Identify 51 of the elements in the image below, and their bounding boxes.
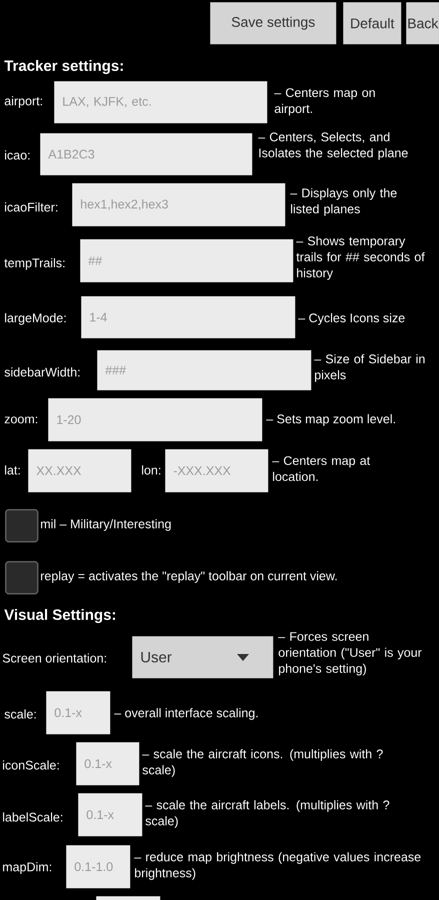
- description-text: – Centers map on airport.: [274, 88, 375, 116]
- description-text: – Centers, Selects, and Isolates the selected plane: [258, 132, 408, 160]
- field-label: Screen orientation:: [2, 653, 106, 663]
- description-text: – Centers map at location.: [272, 456, 370, 482]
- field-label: labelScale:: [3, 812, 62, 822]
- field-label: scale:: [4, 709, 36, 719]
- checkbox: [5, 561, 38, 594]
- input-field: 0.1-x: [78, 793, 142, 836]
- button: Save settings: [210, 2, 336, 44]
- field-label: zoom:: [4, 416, 38, 424]
- checkbox: [5, 509, 38, 542]
- description-text: – Cycles Icons size: [298, 313, 405, 325]
- checkbox-label: mil – Military/Interesting: [41, 519, 171, 531]
- input-field: 0.1-1.0: [66, 845, 130, 888]
- field-label: airport:: [4, 96, 42, 108]
- input-field: 0.1-x: [46, 691, 110, 734]
- section-heading: Visual Settings:: [4, 608, 115, 624]
- input-field: [96, 896, 160, 900]
- input-field: -XXX.XXX: [165, 449, 268, 492]
- button: Default: [343, 2, 402, 44]
- input-field: XX.XXX: [28, 449, 132, 492]
- input-field: ###: [97, 350, 312, 390]
- input-field: ##: [80, 239, 294, 282]
- description-text: – Forces screen orientation ("User" is your phone's setting): [278, 632, 422, 676]
- description-text: – Sets map zoom level.: [266, 414, 395, 426]
- field-label: iconScale:: [3, 760, 59, 770]
- field-label: lon:: [142, 465, 160, 475]
- input-field: A1B2C3: [40, 133, 252, 176]
- field-label: largeMode:: [5, 313, 66, 325]
- field-label: tempTrails:: [4, 258, 64, 270]
- input-field: 0.1-x: [76, 742, 140, 786]
- description-text: – Displays only the listed planes: [290, 188, 397, 216]
- description-text: – scale the aircraft labels. (multiplies with ? scale): [145, 800, 390, 828]
- checkbox-label: replay = activates the "replay" toolbar on current view.: [41, 571, 337, 583]
- dropdown: User: [132, 636, 274, 678]
- field-label: mapDim:: [3, 862, 52, 874]
- input-field: hex1,hex2,hex3: [72, 183, 286, 226]
- section-heading: Tracker settings:: [4, 60, 123, 74]
- field-label: lat:: [5, 465, 20, 475]
- field-label: sidebarWidth:: [4, 367, 80, 377]
- input-field: LAX, KJFK, etc.: [54, 81, 268, 124]
- description-text: – Size of Sidebar in pixels: [314, 354, 425, 382]
- field-label: icaoFilter:: [5, 202, 58, 212]
- input-field: 1-20: [48, 398, 262, 442]
- field-label: icao:: [5, 150, 30, 160]
- button: Back: [406, 2, 439, 44]
- description-text: – reduce map brightness (negative values increase brightness): [134, 852, 421, 880]
- description-text: – Shows temporary trails for ## seconds of history: [296, 236, 425, 280]
- description-text: – overall interface scaling.: [114, 708, 258, 720]
- input-field: 1-4: [81, 296, 296, 338]
- description-text: – scale the aircraft icons. (multiplies with ? scale): [142, 749, 383, 777]
